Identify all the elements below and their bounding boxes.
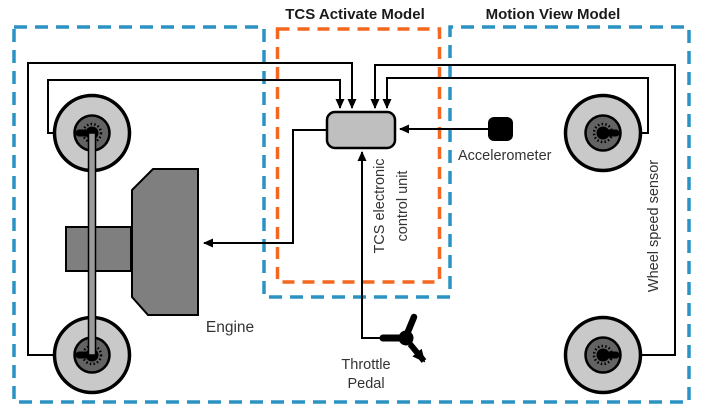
motion-view-model-boundary <box>12 25 691 404</box>
wire-bl-wheel-to-ecu <box>27 62 357 356</box>
tcs-activate-model-boundary <box>275 27 442 284</box>
ecu-label-line2: control unit <box>395 171 411 242</box>
throttle-pedal-label-line2: Pedal <box>347 376 384 392</box>
engine-icon <box>131 168 199 316</box>
throttle-pedal-label-line1: Throttle <box>341 357 390 373</box>
gearbox-icon <box>65 226 132 272</box>
wire-pedal-to-ecu <box>357 151 384 339</box>
accelerometer-icon <box>488 117 513 141</box>
engine-label: Engine <box>206 319 254 336</box>
wheel-bottom-right-icon <box>563 315 643 395</box>
wheel-top-right-icon <box>563 93 643 173</box>
throttle-pedal-icon <box>379 313 427 363</box>
drive-shaft-icon <box>87 132 97 356</box>
motion-view-model-title: Motion View Model <box>486 6 621 23</box>
wire-br-wheel-to-ecu <box>370 64 676 356</box>
accelerometer-label: Accelerometer <box>458 148 552 164</box>
tcs-ecu-icon <box>325 110 397 150</box>
ecu-label-line1: TCS electronic <box>372 158 388 253</box>
wheel-speed-sensor-label: Wheel speed sensor <box>646 160 662 292</box>
tcs-activate-model-title: TCS Activate Model <box>285 6 424 23</box>
wire-ecu-to-engine <box>203 129 327 248</box>
